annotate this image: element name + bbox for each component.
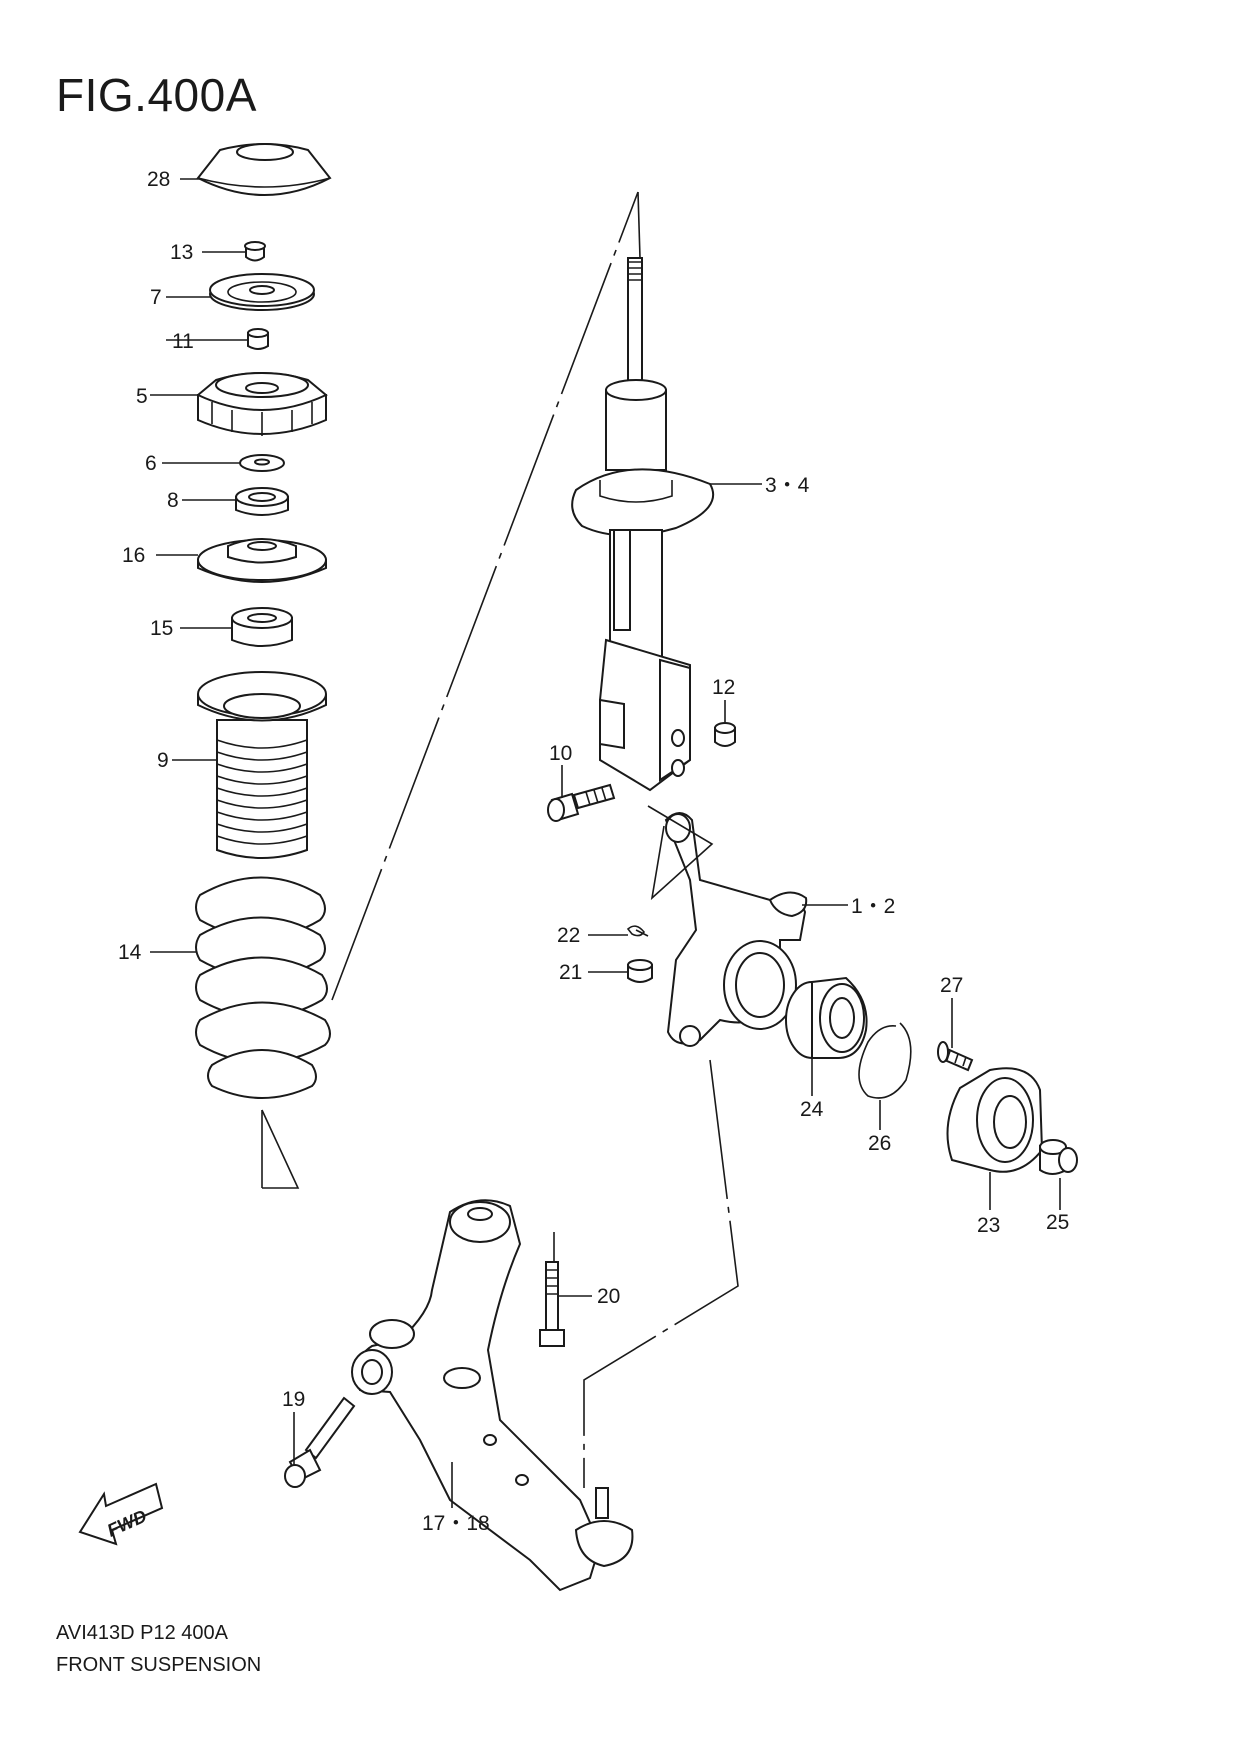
callout-14: 14 <box>118 941 142 964</box>
assembly-line-knuckle-to-arm <box>583 1059 739 1488</box>
part-6-washer <box>239 454 285 472</box>
part-10-bolt <box>547 783 616 822</box>
callout-6: 6 <box>145 452 157 475</box>
part-26-snap-ring <box>858 1022 912 1099</box>
assembly-line-knuckle-bracket <box>647 805 714 901</box>
callout-20: 20 <box>597 1285 620 1308</box>
diagram-name: FRONT SUSPENSION <box>56 1654 262 1676</box>
figure-title: FIG.400A <box>56 69 257 121</box>
part-24-hub-bearing <box>785 976 868 1059</box>
callout-1-2: 1・2 <box>851 895 895 918</box>
callout-5: 5 <box>136 385 148 408</box>
part-17-18-lower-arm <box>351 1199 634 1592</box>
callout-15: 15 <box>150 617 173 640</box>
callout-13: 13 <box>170 241 193 264</box>
part-19-bolt <box>284 1396 356 1488</box>
part-13-nut <box>244 241 266 262</box>
diagram-code: AVI413D P12 400A <box>56 1622 228 1644</box>
part-22-cotter-pin <box>626 925 649 937</box>
callout-21: 21 <box>559 961 582 984</box>
callout-7: 7 <box>150 286 162 309</box>
callout-3-4: 3・4 <box>765 474 810 497</box>
callout-23: 23 <box>977 1214 1000 1237</box>
callout-22: 22 <box>557 924 580 947</box>
callout-9: 9 <box>157 749 169 772</box>
part-11-nut <box>247 328 269 350</box>
assembly-line-strut-top <box>637 191 641 259</box>
assembly-line-spring-to-strut <box>331 191 639 1001</box>
part-23-hub <box>946 1067 1044 1173</box>
part-20-bolt <box>539 1261 565 1347</box>
part-7-plate <box>209 273 315 311</box>
part-8-bearing <box>235 487 289 516</box>
part-25-hub-nut <box>1039 1139 1078 1175</box>
callout-19: 19 <box>282 1388 305 1411</box>
callout-11: 11 <box>172 330 194 353</box>
part-21-nut <box>627 959 653 983</box>
part-1-2-knuckle <box>664 812 808 1047</box>
part-27-hub-bolt <box>937 1041 974 1072</box>
callout-17-18: 17・18 <box>422 1512 490 1535</box>
part-3-4-strut <box>571 257 715 792</box>
callout-27: 27 <box>940 974 963 997</box>
part-9-dust-boot <box>197 671 327 859</box>
callout-26: 26 <box>868 1132 891 1155</box>
fwd-arrow-icon: FWD <box>78 1482 164 1546</box>
part-15-bump-stop <box>231 607 293 647</box>
part-12-nut <box>714 722 736 747</box>
part-16-spring-seat <box>197 538 327 583</box>
callout-28: 28 <box>147 168 170 191</box>
callout-8: 8 <box>167 489 179 512</box>
part-5-strut-mount <box>196 372 328 436</box>
callout-10: 10 <box>549 742 572 765</box>
part-14-coil-spring <box>195 876 331 1099</box>
part-28-cap <box>196 143 332 196</box>
callout-25: 25 <box>1046 1211 1069 1234</box>
callout-24: 24 <box>800 1098 824 1121</box>
callout-12: 12 <box>712 676 735 699</box>
callout-16: 16 <box>122 544 145 567</box>
assembly-line-spring-v <box>261 1109 300 1189</box>
